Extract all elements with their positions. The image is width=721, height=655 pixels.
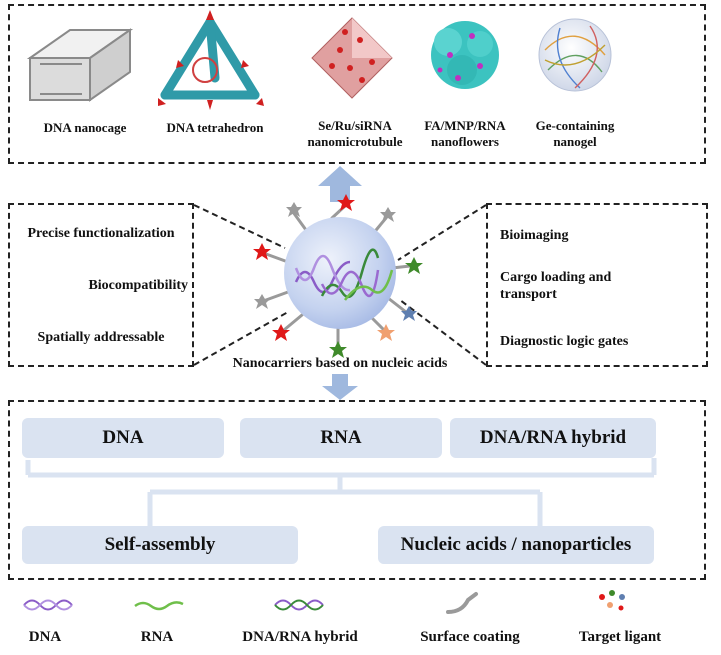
nanomicrotubule-icon — [311, 17, 393, 99]
legend-label-ligand: Target ligant — [578, 629, 662, 645]
nanocarrier-sphere — [284, 217, 396, 329]
legend-ligand-icon — [599, 590, 625, 611]
down-arrow-icon — [322, 374, 358, 400]
application-bioimaging: Bioimaging — [500, 228, 569, 243]
legend-label-dna: DNA — [28, 629, 62, 645]
caption-dna-tetrahedron: DNA tetrahedron — [166, 120, 264, 135]
method-nucleic-acids-nanoparticles: Nucleic acids / nanoparticles — [378, 526, 654, 564]
caption-nanogel: Ge-containing nanogel — [535, 118, 615, 149]
nanoflower-icon — [431, 21, 499, 89]
sphere-nucleic-acids — [294, 248, 394, 301]
center-caption: Nanocarriers based on nucleic acids — [232, 356, 448, 371]
legend-dna-icon — [23, 599, 73, 611]
nanogel-icon — [538, 18, 612, 92]
left-properties-box — [8, 203, 194, 367]
dna-nanocage-icon — [26, 28, 134, 102]
tree-connectors — [25, 458, 657, 528]
property-biocompatibility: Biocompatibility — [88, 278, 188, 293]
classification-box — [8, 400, 706, 580]
caption-dna-nanocage: DNA nanocage — [43, 120, 127, 135]
top-structures-box — [8, 4, 706, 164]
legend-hybrid-icon — [274, 599, 324, 611]
legend-coating-icon — [446, 592, 478, 614]
legend-rna-icon — [134, 601, 184, 611]
right-applications-box — [486, 203, 708, 367]
caption-nanomicrotubule: Se/Ru/siRNA nanomicrotubule — [307, 118, 403, 149]
dna-tetrahedron-icon — [158, 10, 264, 110]
target-ligand-stars — [253, 194, 423, 358]
application-cargo-loading: Cargo loading and transport — [500, 270, 612, 302]
caption-nanoflowers: FA/MNP/RNA nanoflowers — [424, 118, 506, 149]
category-dna-rna-hybrid: DNA/RNA hybrid — [450, 418, 656, 458]
application-logic-gates: Diagnostic logic gates — [500, 334, 629, 349]
category-rna: RNA — [240, 418, 442, 458]
legend-label-rna: RNA — [140, 629, 174, 645]
property-spatially-addressable: Spatially addressable — [37, 330, 165, 345]
legend-label-coating: Surface coating — [420, 629, 520, 645]
legend-label-hybrid: DNA/RNA hybrid — [242, 629, 358, 645]
connector-lines — [193, 204, 487, 366]
method-self-assembly: Self-assembly — [22, 526, 298, 564]
property-precise-functionalization: Precise functionalization — [27, 226, 175, 241]
up-arrow-icon — [318, 166, 362, 202]
category-dna: DNA — [22, 418, 224, 458]
